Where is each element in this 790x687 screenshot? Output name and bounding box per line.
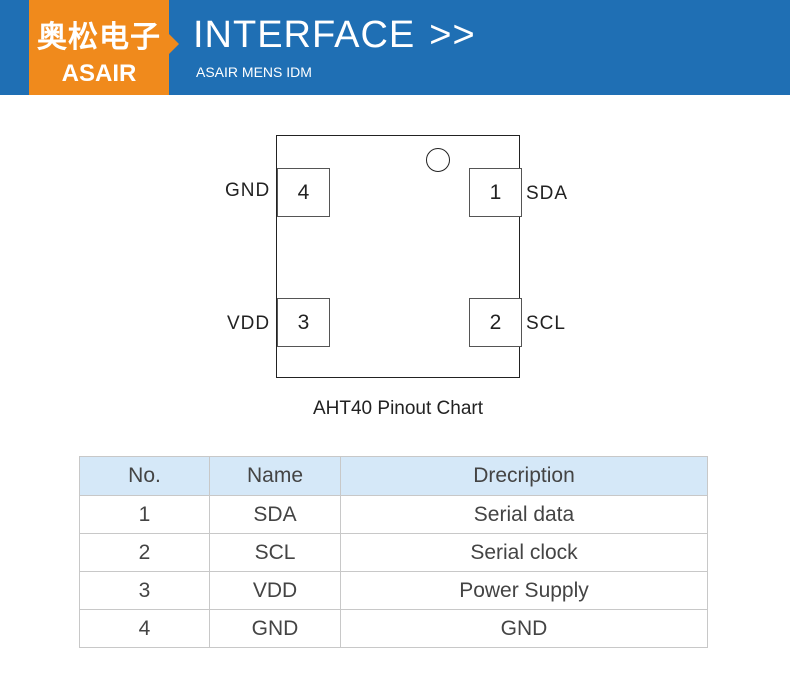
table-row: 3 VDD Power Supply bbox=[79, 571, 708, 610]
header-banner: 奥松电子 ASAIR INTERFACE >> ASAIR MENS IDM bbox=[0, 0, 790, 95]
column-header-description: Drecription bbox=[340, 456, 708, 496]
pad-4: 4 bbox=[277, 168, 330, 217]
section-title: INTERFACE >> bbox=[193, 14, 476, 57]
arrows-icon: >> bbox=[429, 14, 476, 56]
section-title-text: INTERFACE bbox=[193, 14, 416, 56]
pin-table: No. Name Drecription 1 SDA Serial data 2… bbox=[79, 456, 708, 648]
pin1-marker-icon bbox=[426, 148, 450, 172]
column-header-name: Name bbox=[209, 456, 341, 496]
pad-2: 2 bbox=[469, 298, 522, 347]
pad-1: 1 bbox=[469, 168, 522, 217]
cell-name: VDD bbox=[209, 571, 341, 610]
column-header-no: No. bbox=[79, 456, 210, 496]
cell-no: 2 bbox=[79, 533, 210, 572]
diagram-caption: AHT40 Pinout Chart bbox=[312, 398, 484, 419]
pin-label-gnd: GND bbox=[225, 180, 271, 201]
cell-description: Power Supply bbox=[340, 571, 708, 610]
cell-name: SCL bbox=[209, 533, 341, 572]
table-row: 1 SDA Serial data bbox=[79, 495, 708, 534]
cell-no: 1 bbox=[79, 495, 210, 534]
table-header-row: No. Name Drecription bbox=[79, 456, 708, 496]
cell-description: GND bbox=[340, 609, 708, 648]
brand-logo: 奥松电子 ASAIR bbox=[29, 0, 169, 95]
pin-label-sda: SDA bbox=[526, 183, 569, 204]
brand-notch bbox=[169, 34, 179, 54]
chip-outline: 4 1 3 2 bbox=[276, 135, 522, 378]
cell-description: Serial clock bbox=[340, 533, 708, 572]
brand-chinese-name: 奥松电子 bbox=[37, 20, 161, 55]
cell-name: GND bbox=[209, 609, 341, 648]
cell-no: 4 bbox=[79, 609, 210, 648]
cell-no: 3 bbox=[79, 571, 210, 610]
table-row: 4 GND GND bbox=[79, 609, 708, 648]
brand-english-name: ASAIR bbox=[61, 60, 137, 87]
pad-3: 3 bbox=[277, 298, 330, 347]
section-subtitle: ASAIR MENS IDM bbox=[196, 64, 312, 80]
cell-name: SDA bbox=[209, 495, 341, 534]
pin-label-scl: SCL bbox=[526, 313, 566, 334]
table-row: 2 SCL Serial clock bbox=[79, 533, 708, 572]
cell-description: Serial data bbox=[340, 495, 708, 534]
pin-label-vdd: VDD bbox=[227, 313, 271, 334]
